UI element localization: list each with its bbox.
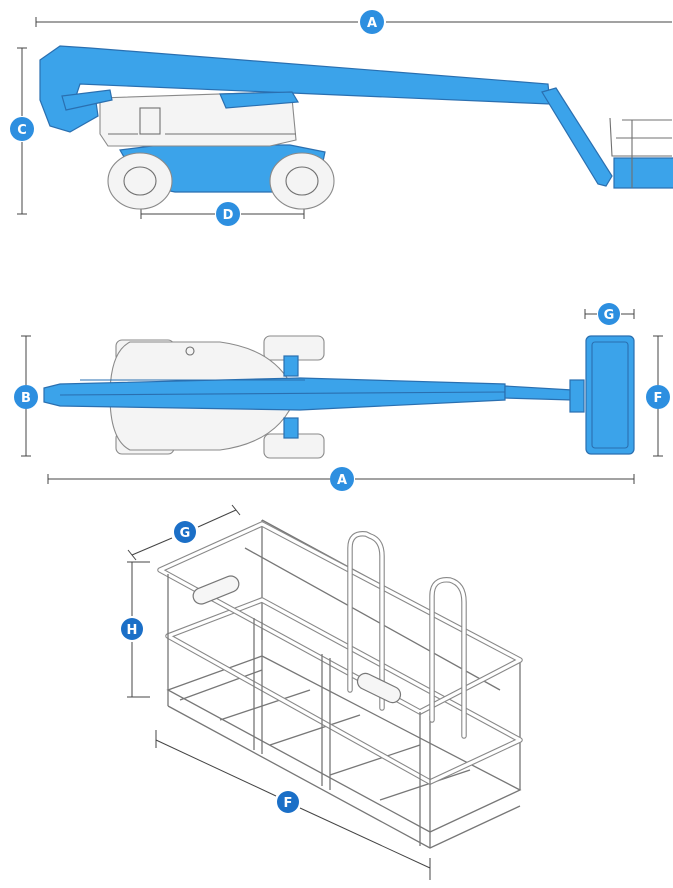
dimension-line-g-top [584, 309, 635, 319]
lift-arm [61, 89, 113, 111]
badge-d-side-label: D [223, 208, 234, 223]
dimension-line-b-top [21, 335, 31, 457]
badge-f-iso: F [277, 791, 299, 813]
badge-g-iso-label: G [180, 526, 191, 541]
badge-g-iso: G [174, 521, 196, 543]
dimension-line-h-iso [127, 561, 150, 698]
badge-a-top-label: A [337, 473, 347, 488]
top-view [21, 309, 663, 484]
badge-f-top: F [646, 385, 670, 409]
dimension-line-a-top [47, 474, 635, 484]
side-view [17, 17, 673, 219]
dimension-line-g-iso [127, 504, 241, 561]
turntable-window [139, 107, 161, 135]
dimension-line-f-iso [155, 730, 431, 880]
badge-c-side-label: C [17, 123, 27, 138]
badge-f-iso-label: F [284, 796, 293, 811]
badge-d-side: D [216, 202, 240, 226]
front-wheel [269, 152, 335, 210]
platform-side [609, 117, 673, 189]
badge-a-side-label: A [367, 16, 377, 31]
dimension-line-c-side [17, 47, 27, 215]
badge-b-top-label: B [21, 391, 31, 406]
badge-g-top-label: G [604, 308, 615, 323]
platform-isometric-view [127, 504, 523, 880]
dimension-line-f-top [653, 335, 663, 457]
badge-a-side: A [360, 10, 384, 34]
badge-f-top-label: F [654, 391, 663, 406]
badge-c-side: C [10, 117, 34, 141]
rail-pad-right [356, 672, 402, 704]
rail-pad-left [192, 575, 240, 605]
badge-b-top: B [14, 385, 38, 409]
badge-h-iso: H [121, 618, 143, 640]
dimension-line-d-side [140, 209, 305, 219]
badge-g-top: G [598, 303, 620, 325]
top-jib [504, 385, 573, 401]
dimension-line-a-side [35, 17, 672, 27]
badge-a-top: A [330, 467, 354, 491]
badge-h-iso-label: H [127, 623, 138, 638]
top-platform [585, 335, 635, 455]
riser-arm [219, 91, 300, 109]
jib [541, 87, 613, 187]
platform-floor [166, 655, 522, 833]
rear-wheel [107, 152, 173, 210]
